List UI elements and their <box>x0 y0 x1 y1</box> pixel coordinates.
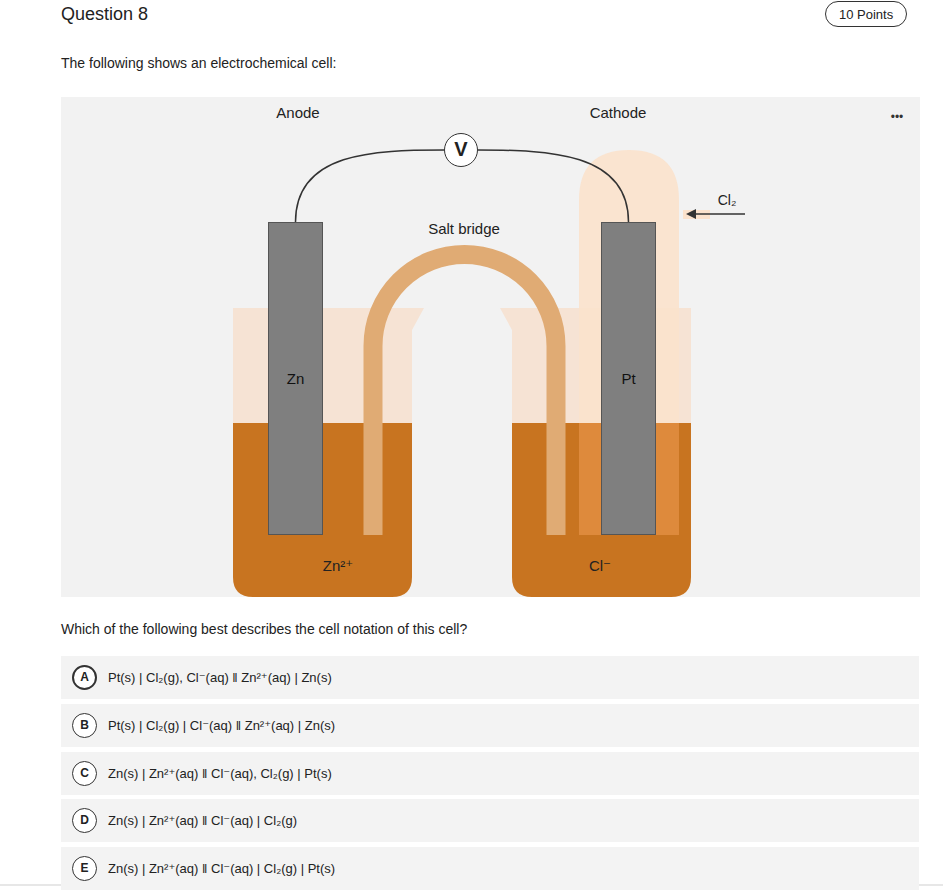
gas-label: Cl₂ <box>718 192 737 208</box>
gas-arrow <box>694 213 745 215</box>
option-letter-circle: A <box>72 665 97 690</box>
electrode-name: Pt <box>602 370 655 387</box>
question-text: Which of the following best describes th… <box>61 621 467 637</box>
option-letter: A <box>74 667 95 688</box>
electrode-label: Anode <box>276 104 319 121</box>
wire <box>296 150 445 222</box>
cell-notation: Pt(s) | Cl₂(g), Cl⁻(aq) ‖ Zn²⁺(aq) | Zn(… <box>108 656 332 699</box>
page-title: Question 8 <box>61 4 148 25</box>
option-row: Pt(s) | Cl₂(g) | Cl⁻(aq) ‖ Zn²⁺(aq) | Zn… <box>61 704 919 747</box>
ion-label: Cl⁻ <box>589 557 611 575</box>
gas-tube <box>579 150 679 535</box>
option-row: Pt(s) | Cl₂(g), Cl⁻(aq) ‖ Zn²⁺(aq) | Zn(… <box>61 656 919 699</box>
pill-text: 10 Points <box>839 2 893 28</box>
cell-notation: Zn(s) | Zn²⁺(aq) ‖ Cl⁻(aq) | Cl₂(g) <box>108 799 297 842</box>
option-row: Zn(s) | Zn²⁺(aq) ‖ Cl⁻(aq) | Cl₂(g) D <box>61 799 919 842</box>
option-letter: D <box>73 809 96 831</box>
voltmeter-symbol: V <box>445 134 477 165</box>
beaker-glass <box>233 308 424 423</box>
electrode-bar: Pt <box>601 222 656 535</box>
electrode-label: Cathode <box>590 104 647 121</box>
option-letter-circle: C <box>72 761 97 786</box>
option-letter: B <box>73 714 96 736</box>
option-letter-circle: B <box>72 713 97 738</box>
wire <box>478 150 629 222</box>
cell-notation: Zn(s) | Zn²⁺(aq) ‖ Cl⁻(aq), Cl₂(g) | Pt(… <box>108 752 332 795</box>
intro-text: The following shows an electrochemical c… <box>61 55 336 71</box>
option-letter: C <box>73 762 96 784</box>
points-pill: 10 Points <box>825 1 907 27</box>
diagram-panel <box>61 97 920 597</box>
gas-arrowhead <box>686 209 696 219</box>
electrode-name: Zn <box>269 370 322 387</box>
ion-label: Zn²⁺ <box>323 557 353 575</box>
gas-tube-submerged <box>656 423 679 535</box>
cell-notation: Pt(s) | Cl₂(g) | Cl⁻(aq) ‖ Zn²⁺(aq) | Zn… <box>108 704 335 747</box>
salt-bridge <box>373 255 556 536</box>
option-letter: E <box>73 857 96 879</box>
option-letter-circle: D <box>72 808 97 833</box>
menu-dots: ••• <box>891 110 904 124</box>
option-row: Zn(s) | Zn²⁺(aq) ‖ Cl⁻(aq), Cl₂(g) | Pt(… <box>61 752 919 795</box>
gas-tube-submerged <box>579 423 601 535</box>
option-row: Zn(s) | Zn²⁺(aq) ‖ Cl⁻(aq) | Cl₂(g) | Pt… <box>61 847 919 890</box>
voltmeter-circle: V <box>444 133 478 167</box>
option-letter-circle: E <box>72 856 97 881</box>
cell-notation: Zn(s) | Zn²⁺(aq) ‖ Cl⁻(aq) | Cl₂(g) | Pt… <box>108 847 335 890</box>
salt-bridge-label: Salt bridge <box>428 220 500 237</box>
electrode-bar: Zn <box>268 222 323 535</box>
